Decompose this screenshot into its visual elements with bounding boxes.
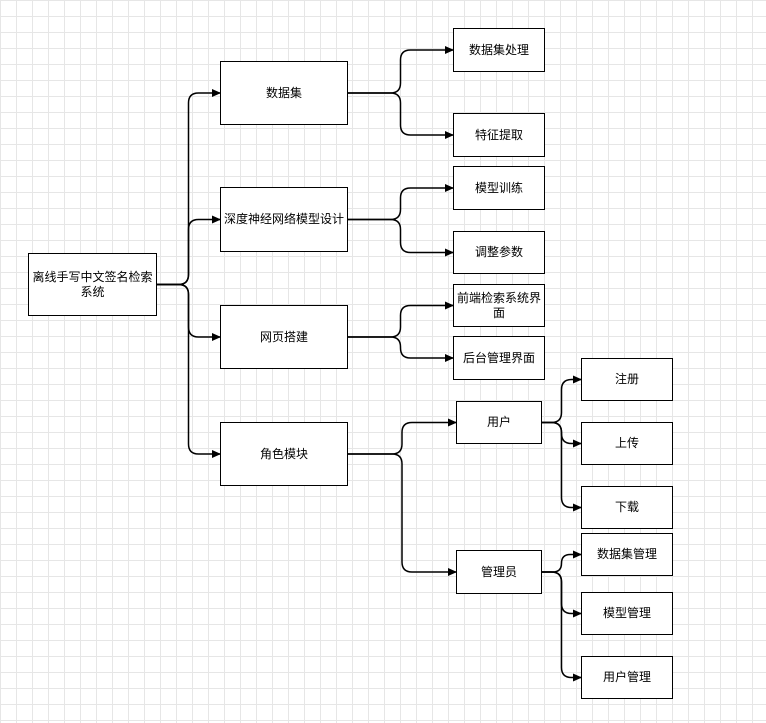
- edge-root-to-dnn: [157, 215, 221, 286]
- node-label: 下载: [614, 500, 639, 514]
- node-label: 模型管理: [602, 606, 651, 620]
- node-label: 网页搭建: [259, 329, 308, 344]
- node-label: 上传: [614, 436, 639, 450]
- node-label: 数据集管理: [596, 547, 657, 561]
- node-label: 注册: [614, 372, 639, 386]
- edge-dnn-to-tune: [348, 218, 454, 257]
- node-frontend-ui: 前端检索系统界面: [453, 284, 545, 327]
- node-label: 后台管理界面: [462, 350, 535, 365]
- node-user-management: 用户管理: [581, 656, 673, 699]
- edge-user-to-register: [542, 375, 582, 424]
- edge-admin-to-user_mgmt: [542, 571, 582, 682]
- node-label: 前端检索系统界面: [456, 290, 541, 320]
- edge-role-to-admin: [348, 453, 457, 576]
- node-role-module: 角色模块: [220, 422, 348, 486]
- node-user: 用户: [456, 401, 542, 444]
- edge-web-to-back: [348, 336, 454, 362]
- node-download: 下载: [581, 486, 673, 529]
- node-root: 离线手写中文签名检索系统: [28, 253, 157, 316]
- node-label: 用户: [486, 415, 511, 429]
- node-parameter-tuning: 调整参数: [453, 231, 545, 274]
- edge-dataset-to-ds_proc: [348, 46, 454, 94]
- node-label: 深度神经网络模型设计: [223, 212, 344, 226]
- node-dataset-processing: 数据集处理: [453, 28, 545, 72]
- edge-user-to-download: [542, 421, 582, 512]
- edge-admin-to-ds_mgmt: [542, 550, 582, 573]
- node-label: 特征提取: [474, 127, 523, 142]
- edge-dnn-to-train: [348, 184, 454, 221]
- node-feature-extraction: 特征提取: [453, 113, 545, 157]
- node-dnn-design: 深度神经网络模型设计: [220, 187, 348, 252]
- node-label: 用户管理: [602, 670, 651, 684]
- edge-web-to-front: [348, 301, 454, 338]
- node-model-training: 模型训练: [453, 166, 545, 210]
- node-backend-ui: 后台管理界面: [453, 336, 545, 380]
- node-label: 模型训练: [474, 180, 523, 195]
- edge-root-to-role: [157, 283, 221, 458]
- node-label: 调整参数: [474, 245, 523, 259]
- node-admin: 管理员: [456, 550, 542, 594]
- node-label: 数据集: [265, 85, 302, 100]
- node-label: 角色模块: [259, 446, 308, 461]
- node-dataset-management: 数据集管理: [581, 533, 673, 576]
- node-web-building: 网页搭建: [220, 305, 348, 369]
- edge-role-to-user: [348, 418, 457, 455]
- node-dataset: 数据集: [220, 61, 348, 125]
- node-register: 注册: [581, 358, 673, 401]
- node-label: 管理员: [480, 564, 517, 579]
- node-upload: 上传: [581, 422, 673, 465]
- node-label: 离线手写中文签名检索系统: [32, 269, 153, 299]
- edge-dataset-to-feat: [348, 92, 454, 139]
- node-model-management: 模型管理: [581, 592, 673, 635]
- node-label: 数据集处理: [468, 42, 529, 57]
